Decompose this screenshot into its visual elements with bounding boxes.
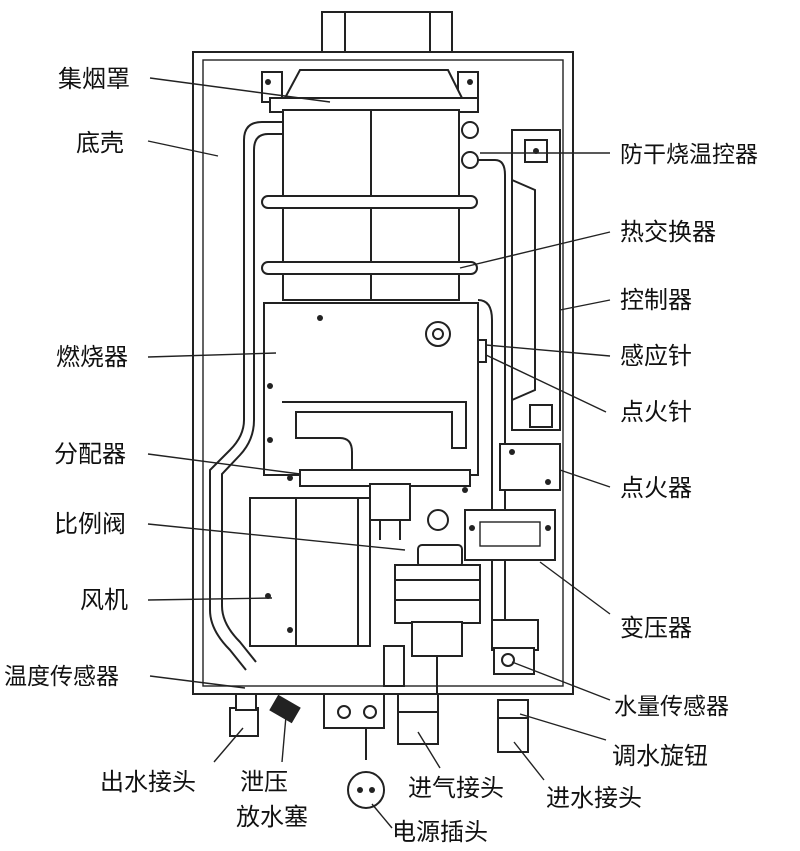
water-pipe-left	[209, 290, 257, 671]
label-sensing-pin: 感应针	[620, 342, 692, 370]
leader-lines	[147, 77, 611, 829]
label-drain-plug-line1: 泄压	[240, 768, 288, 796]
label-ignition-pin: 点火针	[620, 398, 692, 426]
label-hood: 集烟罩	[58, 65, 130, 93]
burner-body	[263, 302, 487, 476]
label-heat-exchanger: 热交换器	[620, 218, 716, 246]
leader-water-knob	[519, 713, 607, 741]
controller-box	[511, 129, 561, 431]
label-transformer: 变压器	[620, 614, 692, 642]
leader-controller	[559, 299, 611, 311]
label-drain-plug-line2: 放水塞	[236, 803, 308, 831]
labels: 集烟罩 底壳 防干烧温控器 热交换器 控制器 燃烧器 感应针 点火针 分配器 点…	[4, 65, 758, 846]
leader-ignition-pin	[485, 354, 607, 413]
leader-gas-inlet	[417, 731, 441, 769]
label-temp-sensor: 温度传感器	[4, 664, 119, 690]
leader-burner	[147, 352, 277, 358]
label-fan: 风机	[80, 586, 128, 614]
bottom-fittings	[229, 693, 529, 809]
leader-base-shell	[147, 140, 219, 157]
label-water-knob: 调水旋钮	[612, 742, 708, 770]
label-base-shell: 底壳	[76, 129, 124, 157]
label-anti-dry-thermostat: 防干烧温控器	[620, 142, 758, 168]
igniter-box	[499, 443, 561, 491]
leader-drain-plug	[281, 715, 287, 763]
leader-heat-exchanger	[459, 231, 611, 269]
label-igniter: 点火器	[620, 474, 692, 502]
label-distributor: 分配器	[54, 440, 126, 468]
label-power-plug: 电源插头	[392, 818, 488, 846]
label-proportional-valve: 比例阀	[54, 510, 126, 538]
fan-housing	[249, 497, 371, 647]
leader-water-outlet	[213, 727, 244, 763]
label-water-inlet: 进水接头	[546, 784, 642, 812]
leader-transformer	[539, 561, 611, 615]
label-gas-inlet: 进气接头	[408, 774, 504, 802]
leader-temp-sensor	[149, 675, 246, 689]
leader-proportional-valve	[147, 523, 406, 551]
leader-distributor	[147, 453, 301, 475]
transformer	[464, 509, 556, 561]
heat-exchanger-body	[243, 109, 479, 301]
water-flow-sensor	[491, 619, 539, 675]
proportional-valve	[369, 483, 481, 694]
leader-water-inlet	[513, 741, 545, 781]
leader-fan	[147, 597, 273, 601]
label-burner: 燃烧器	[56, 343, 128, 371]
label-water-flow-sensor: 水量传感器	[614, 694, 729, 720]
leader-power-plug	[371, 803, 393, 829]
flue-chimney	[321, 11, 453, 53]
label-water-outlet: 出水接头	[100, 768, 196, 796]
leader-igniter	[559, 469, 611, 488]
leader-water-flow	[511, 661, 611, 701]
leader-sensing-pin	[485, 344, 611, 357]
smoke-hood	[261, 69, 479, 113]
leader-hood	[149, 77, 331, 103]
label-controller: 控制器	[620, 286, 692, 314]
